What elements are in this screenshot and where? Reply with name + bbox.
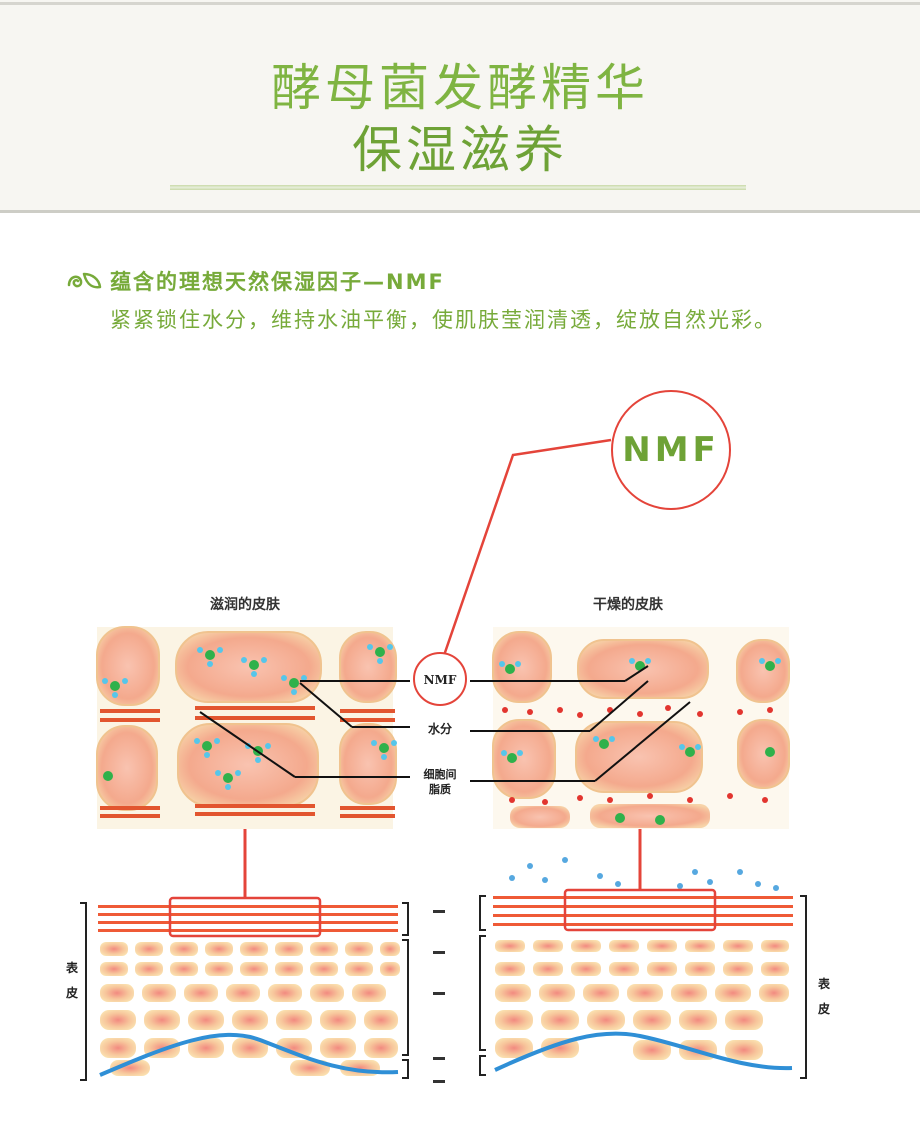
- feature-heading: 蕴含的理想天然保湿因子—NMF: [110, 270, 445, 294]
- evaporating-water: [509, 857, 779, 891]
- nmf-callout-circle: NMF: [611, 390, 731, 510]
- layer-markers: [433, 910, 445, 1083]
- legend-nmf-ring: [413, 652, 467, 706]
- feature-description: 紧紧锁住水分，维持水油平衡，使肌肤莹润清透，绽放自然光彩。: [110, 308, 777, 332]
- right-epidermis-label-2: 皮: [817, 1001, 830, 1016]
- header-band: [0, 0, 920, 212]
- header-top-rule: [0, 2, 920, 5]
- moist-skin-panel: [96, 626, 397, 829]
- legend-lipid-line1: 细胞间: [424, 767, 457, 781]
- leaf-swirl-icon: [67, 272, 102, 289]
- legend-connector-lines: [199, 665, 691, 782]
- right-epidermis: 表 皮: [479, 857, 831, 1079]
- dry-skin-panel: [492, 627, 790, 829]
- header-bottom-rule: [0, 210, 920, 213]
- legend-nmf: NMF: [424, 673, 457, 687]
- title-underline: [170, 185, 746, 190]
- left-epidermis-label-2: 皮: [65, 985, 78, 1000]
- legend-water: 水分: [428, 721, 452, 736]
- legend-lipid-line2: 脂质: [428, 782, 451, 796]
- right-panel-title: 干燥的皮肤: [593, 596, 664, 613]
- callout-line: [438, 438, 612, 668]
- right-epidermis-label-1: 表: [817, 976, 831, 991]
- nmf-callout-label: NMF: [622, 430, 720, 470]
- page-title-line-2: 保湿滋养: [352, 121, 568, 179]
- left-epidermis: 表 皮: [65, 896, 409, 1081]
- left-panel-title: 滋润的皮肤: [210, 596, 281, 613]
- page-title-line-1: 酵母菌发酵精华: [271, 59, 649, 117]
- left-epidermis-label-1: 表: [65, 960, 79, 975]
